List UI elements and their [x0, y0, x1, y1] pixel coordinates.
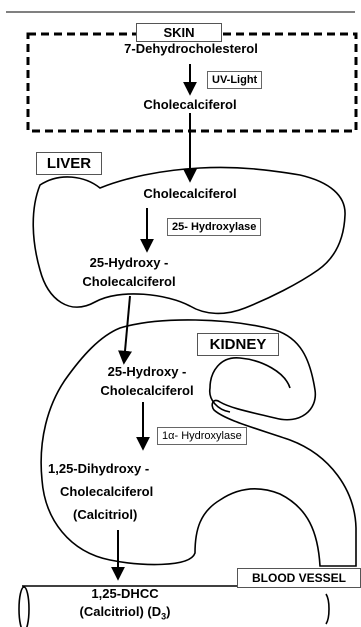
- blood-vessel-label: BLOOD VESSEL: [237, 568, 361, 588]
- skin-product: Cholecalciferol: [110, 97, 270, 112]
- liver-substrate: Cholecalciferol: [110, 186, 270, 201]
- kidney-enzyme-tag: 1α- Hydroxylase: [157, 427, 247, 445]
- vessel-left-end: [19, 587, 29, 627]
- vessel-product-line2: (Calcitriol) (D3): [40, 604, 210, 622]
- liver-product-line2: Cholecalciferol: [54, 274, 204, 289]
- kidney-product-line2: Cholecalciferol: [60, 484, 153, 499]
- kidney-substrate-line1: 25-Hydroxy -: [72, 364, 222, 379]
- kidney-product-line3: (Calcitriol): [73, 507, 137, 522]
- liver-product-line1: 25-Hydroxy -: [54, 255, 204, 270]
- vessel-product-suffix: ): [166, 604, 170, 619]
- vessel-right-mark: [326, 594, 329, 624]
- liver-label: LIVER: [36, 152, 102, 175]
- kidney-product-line1: 1,25-Dihydroxy -: [48, 461, 149, 476]
- arrow-liver-to-kidney: [124, 296, 130, 362]
- vessel-product-prefix: (Calcitriol) (D: [80, 604, 162, 619]
- liver-enzyme-tag: 25- Hydroxylase: [167, 218, 261, 236]
- skin-precursor: 7-Dehydrocholesterol: [72, 41, 310, 56]
- kidney-label: KIDNEY: [197, 333, 279, 356]
- kidney-substrate-line2: Cholecalciferol: [72, 383, 222, 398]
- vessel-product-line1: 1,25-DHCC: [60, 586, 190, 601]
- uv-light-tag: UV-Light: [207, 71, 262, 89]
- skin-label: SKIN: [136, 23, 222, 42]
